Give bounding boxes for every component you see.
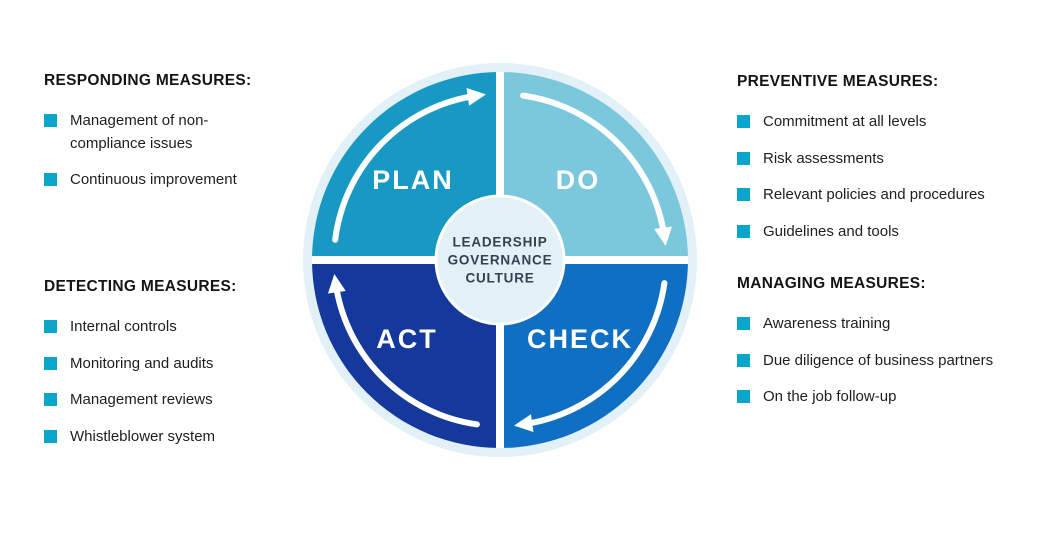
list-item-text: Commitment at all levels xyxy=(763,113,927,130)
pdca-cycle-diagram: PLAN DO CHECK ACT LEADERSHIP GOVERNANCE … xyxy=(303,63,697,457)
act-label: ACT xyxy=(376,324,438,354)
bullet-square-icon xyxy=(737,151,750,165)
section-title: PREVENTIVE MEASURES: xyxy=(737,73,939,90)
list-item-text: Risk assessments xyxy=(763,149,884,167)
bullet-list: Commitment at all levels Risk assessment… xyxy=(737,111,1057,243)
do-quadrant xyxy=(500,72,688,260)
list-item-text: Due diligence of business partners xyxy=(763,351,994,369)
center-text-leadership: LEADERSHIP xyxy=(452,235,547,250)
list-item-text: Whistleblower system xyxy=(70,427,216,445)
list-item-text: Management reviews xyxy=(70,391,213,408)
list-item: Management reviews xyxy=(44,389,276,412)
list-item: Management of non-compliance issues xyxy=(44,110,276,155)
list-item-text: Monitoring and audits xyxy=(70,354,214,372)
list-item: Relevant policies and procedures xyxy=(737,184,1057,207)
list-item: Awareness training xyxy=(737,313,1057,336)
section-title: MANAGING MEASURES: xyxy=(737,275,926,292)
check-quadrant xyxy=(500,260,688,448)
act-arrow-icon xyxy=(327,274,480,428)
bullet-square-icon xyxy=(737,353,750,367)
section-managing-measures: MANAGING MEASURES: Awareness training Du… xyxy=(737,274,1057,423)
bullet-list: Internal controls Monitoring and audits … xyxy=(44,316,276,448)
bullet-square-icon xyxy=(44,173,57,186)
list-item: Commitment at all levels xyxy=(737,111,1057,134)
bullet-square-icon xyxy=(44,114,57,127)
list-item: Continuous improvement xyxy=(44,169,276,192)
plan-quadrant xyxy=(312,72,500,260)
list-item: Due diligence of business partners xyxy=(737,350,1057,373)
list-item: On the job follow-up xyxy=(737,386,1057,409)
list-item-text: Guidelines and tools xyxy=(763,222,899,240)
list-item-text: Relevant policies and procedures xyxy=(763,186,985,203)
bullet-list: Awareness training Due diligence of busi… xyxy=(737,313,1057,409)
center-circle xyxy=(434,194,566,326)
plan-arrow-icon xyxy=(332,87,486,243)
do-label: DO xyxy=(556,165,601,195)
bullet-square-icon xyxy=(737,390,750,403)
list-item-text: On the job follow-up xyxy=(763,388,897,405)
list-item-text: Continuous improvement xyxy=(70,171,237,188)
bullet-square-icon xyxy=(44,393,57,406)
plan-label: PLAN xyxy=(372,165,454,195)
section-title: RESPONDING MEASURES: xyxy=(44,72,252,89)
list-item-text: Internal controls xyxy=(70,318,177,335)
center-text-culture: CULTURE xyxy=(465,271,534,286)
list-item: Monitoring and audits xyxy=(44,353,276,376)
bullet-square-icon xyxy=(737,188,750,201)
section-detecting-measures: DETECTING MEASURES: Internal controls Mo… xyxy=(44,277,276,462)
check-label: CHECK xyxy=(527,324,633,354)
do-arrow-icon xyxy=(520,92,673,246)
list-item: Whistleblower system xyxy=(44,426,276,449)
list-item: Risk assessments xyxy=(737,148,1057,171)
list-item: Internal controls xyxy=(44,316,276,339)
bullet-square-icon xyxy=(737,115,750,128)
list-item-text: Management of non-compliance issues xyxy=(70,112,209,152)
bullet-square-icon xyxy=(44,356,57,370)
list-item: Guidelines and tools xyxy=(737,221,1057,244)
center-text-governance: GOVERNANCE xyxy=(448,253,553,268)
section-responding-measures: RESPONDING MEASURES: Management of non-c… xyxy=(44,71,276,206)
act-quadrant xyxy=(312,260,500,448)
section-title: DETECTING MEASURES: xyxy=(44,278,237,295)
bullet-list: Management of non-compliance issues Cont… xyxy=(44,110,276,192)
bullet-square-icon xyxy=(737,317,750,330)
check-arrow-icon xyxy=(514,280,668,433)
bullet-square-icon xyxy=(44,429,57,443)
bullet-square-icon xyxy=(44,320,57,333)
list-item-text: Awareness training xyxy=(763,315,891,332)
section-preventive-measures: PREVENTIVE MEASURES: Commitment at all l… xyxy=(737,72,1057,257)
bullet-square-icon xyxy=(737,224,750,238)
